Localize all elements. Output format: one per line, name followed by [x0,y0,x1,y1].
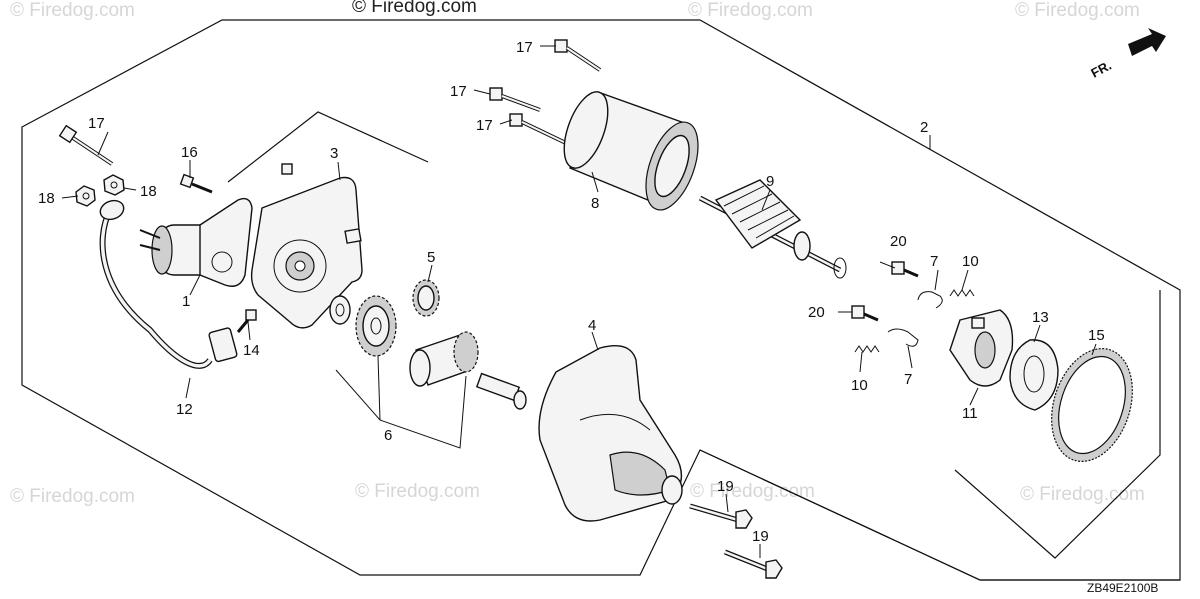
callout-10: 10 [851,377,868,394]
callout-19: 19 [717,478,734,495]
watermark: © Firedog.com [1020,484,1145,505]
direction-label: FR. [1088,58,1114,81]
part-4-housing [538,345,683,522]
callout-15: 15 [1088,327,1105,344]
callout-18: 18 [38,190,55,207]
callout-19: 19 [752,528,769,545]
subassembly-frame-right [954,290,1161,559]
diagram-code: ZB49E2100B [1087,581,1158,595]
part-14-bolt [236,309,257,333]
part-10-spring [854,345,880,353]
part-11-brush-holder [949,309,1014,387]
leader-lines [61,45,1097,558]
part-20-screw [891,261,919,278]
callout-6: 6 [384,427,392,444]
watermark: © Firedog.com [688,0,813,21]
arrow-icon [1128,28,1166,56]
bolt-frame [699,449,1180,581]
callout-labels: 17 18 18 16 3 1 14 12 5 6 4 17 17 17 8 9… [38,39,1105,545]
part-7-brush-spring [917,291,943,309]
callout-14: 14 [243,342,260,359]
part-19-bolt [689,503,753,529]
callout-17: 17 [88,115,105,132]
watermark-top: © Firedog.com [352,0,477,17]
part-6-gear-assembly [355,295,527,410]
watermark: © Firedog.com [10,0,135,21]
callout-9: 9 [766,173,774,190]
callout-2: 2 [920,119,928,136]
callout-4: 4 [588,317,596,334]
callout-17: 17 [476,117,493,134]
part-19-bolt [724,549,783,579]
washer [329,295,351,325]
watermark: © Firedog.com [1015,0,1140,21]
callout-13: 13 [1032,309,1049,326]
callout-12: 12 [176,401,193,418]
callout-17: 17 [450,83,467,100]
part-18-nut [103,174,125,196]
part-18-nut [75,185,96,207]
callout-11: 11 [962,405,978,422]
part-12-cable [99,199,238,369]
part-3-bracket-plate [250,163,363,329]
part-20-screw [851,305,879,322]
part-9-armature [698,179,847,279]
callout-10: 10 [962,253,979,270]
part-10-spring [949,289,975,297]
front-direction-indicator: FR. [1088,28,1166,81]
part-17-bolt [554,39,602,72]
part-17-bolt [58,124,114,166]
part-16-bolt [179,173,213,194]
callout-17: 17 [516,39,533,56]
watermark: © Firedog.com [355,481,480,502]
callout-20: 20 [890,233,907,250]
part-13-plate [1009,339,1059,411]
callout-3: 3 [330,145,338,162]
part-8-yoke [563,91,699,211]
part-15-gasket [1051,348,1133,462]
part-17-bolt [489,87,541,112]
part-7-brush-spring [887,328,919,347]
callout-5: 5 [427,249,435,266]
callout-8: 8 [591,195,599,212]
callout-16: 16 [181,144,198,161]
callout-7: 7 [930,253,938,270]
callout-18: 18 [140,183,157,200]
callout-7: 7 [904,371,912,388]
callout-20: 20 [808,304,825,321]
part-5-gear [412,279,440,317]
part-17-bolt [509,113,569,146]
part-1-solenoid [139,197,253,287]
watermark: © Firedog.com [10,486,135,507]
callout-1: 1 [182,293,190,310]
watermark: © Firedog.com [690,481,815,502]
subassembly-frame-left [227,111,429,183]
